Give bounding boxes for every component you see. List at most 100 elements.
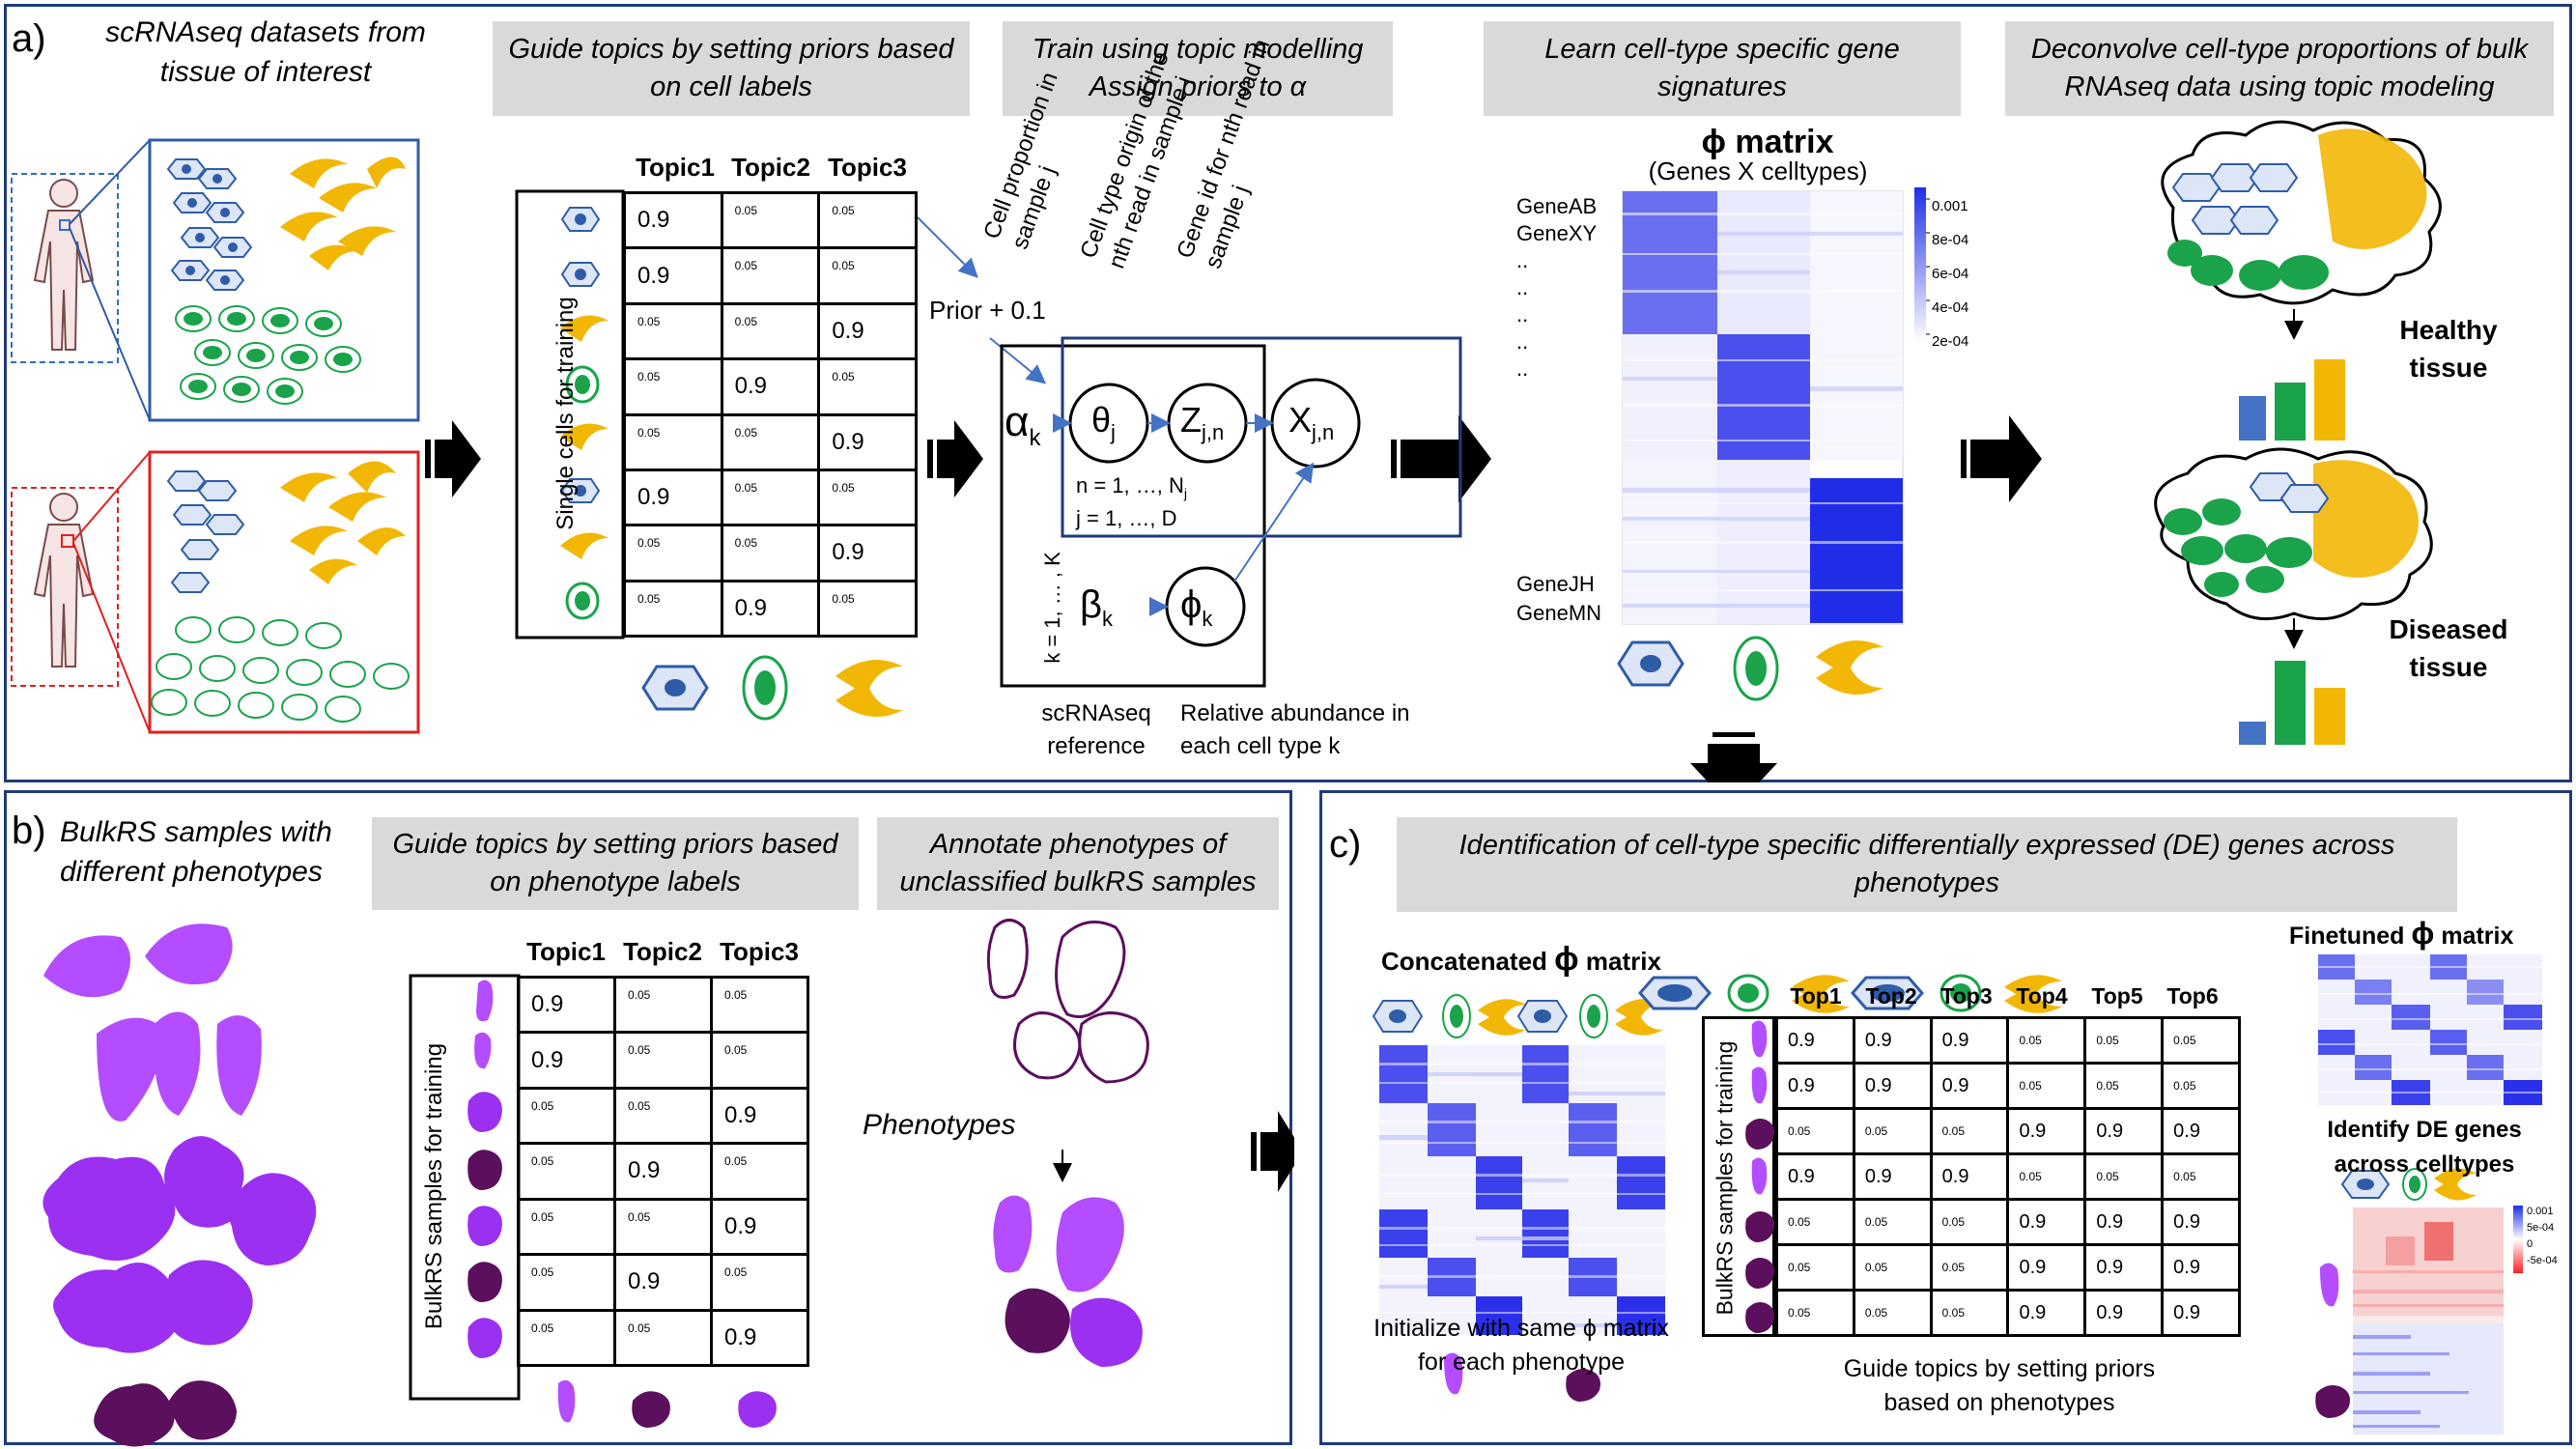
table-cell: 0.9 xyxy=(517,975,616,1035)
gene-label: .. xyxy=(1516,302,1529,327)
header-deconvolve: Deconvolve cell-type proportions of bulk… xyxy=(2005,21,2554,116)
c-table-side-box xyxy=(1702,1016,1775,1337)
gene-label: .. xyxy=(1516,356,1529,381)
arrow-a3-icon xyxy=(1391,415,1491,502)
table-cell: 0.9 xyxy=(2161,1289,2241,1337)
table-cell: 0.9 xyxy=(1929,1152,2010,1201)
phi-heatmap xyxy=(1622,190,1904,625)
b-col-topic1: Topic1 xyxy=(526,937,606,966)
a-table-side-label: Single cells for training xyxy=(552,297,579,530)
table-cell: 0.05 xyxy=(2006,1016,2087,1065)
table-cell: 0.05 xyxy=(2161,1152,2241,1201)
table-cell: 0.05 xyxy=(2161,1062,2241,1110)
table-cell: 0.9 xyxy=(2006,1107,2087,1155)
table-cell: 0.05 xyxy=(817,468,918,527)
gene-label: .. xyxy=(1516,248,1529,272)
arrow-a1-icon xyxy=(425,420,481,497)
table-cell: 0.05 xyxy=(1852,1289,1933,1337)
healthy-label: Healthy tissue xyxy=(2399,315,2498,384)
table-cell: 0.05 xyxy=(613,1308,713,1368)
table-cell: 0.05 xyxy=(2006,1152,2087,1201)
panel-a xyxy=(4,4,2572,782)
plate-j: j = 1, …, D xyxy=(1076,506,1177,530)
table-cell: 0.05 xyxy=(623,357,723,416)
c-table-row-icons xyxy=(1745,1020,1775,1333)
human-figure-top-icon xyxy=(11,173,119,363)
table-cell: 0.05 xyxy=(517,1253,616,1312)
panel-a-graphics xyxy=(11,120,2442,782)
table-cell: 0.05 xyxy=(517,1086,616,1146)
panel-b xyxy=(4,790,1292,1445)
human-figure-bottom-icon xyxy=(11,487,119,687)
gene-label: GeneAB xyxy=(1516,194,1598,218)
arrow-a4-icon xyxy=(1961,415,2042,502)
table-cell: 0.05 xyxy=(517,1142,616,1201)
panel-c-label: c) xyxy=(1329,823,1362,866)
table-cell: 0.9 xyxy=(720,579,821,639)
table-cell: 0.9 xyxy=(1929,1016,2010,1065)
gene-labels-bottom: GeneJH GeneMN xyxy=(1516,570,1601,628)
table-cell: 0.9 xyxy=(710,1197,809,1257)
arrow-b-c-icon xyxy=(1251,1111,1294,1192)
panel-a-label: a) xyxy=(12,17,46,60)
table-cell: 0.9 xyxy=(817,524,918,582)
table-cell: 0.9 xyxy=(1852,1062,1933,1110)
panel-b-label: b) xyxy=(12,810,46,852)
panel-b-title: BulkRS samples with different phenotypes xyxy=(60,816,332,888)
table-cell: 0.9 xyxy=(1852,1152,1933,1201)
table-cell: 0.9 xyxy=(1775,1152,1855,1201)
table-cell: 0.05 xyxy=(1929,1107,2010,1155)
de-colorbar-ticks: 0.001 5e-04 0 -5e-04 xyxy=(2527,1204,2558,1269)
gene-label: .. xyxy=(1516,329,1529,354)
colorbar-tick: 8e-04 xyxy=(1932,232,1969,248)
table-cell: 0.05 xyxy=(2083,1016,2165,1065)
table-cell: 0.9 xyxy=(1775,1016,1855,1065)
table-cell: 0.05 xyxy=(720,301,821,361)
table-cell: 0.05 xyxy=(720,524,821,582)
c-col-top6: Top6 xyxy=(2166,983,2219,1009)
panel-b-graphics xyxy=(42,919,1294,1447)
table-cell: 0.05 xyxy=(720,190,821,250)
table-cell: 0.9 xyxy=(817,301,918,361)
table-cell: 0.05 xyxy=(1775,1289,1855,1337)
node-z: Zj,n xyxy=(1180,400,1225,445)
table-cell: 0.05 xyxy=(720,468,821,527)
table-cell: 0.9 xyxy=(720,357,821,416)
healthy-tissue-icon xyxy=(2161,120,2442,305)
colorbar-tick: 0.001 xyxy=(2527,1206,2554,1217)
gene-label: .. xyxy=(1516,275,1529,299)
table-cell: 0.05 xyxy=(817,357,918,416)
table-cell: 0.05 xyxy=(710,1031,809,1090)
table-cell: 0.05 xyxy=(710,1253,809,1312)
table-cell: 0.05 xyxy=(1929,1243,2010,1292)
prior-label: Prior + 0.1 xyxy=(929,296,1046,325)
gene-label: GeneJH xyxy=(1516,572,1595,596)
table-cell: 0.05 xyxy=(613,1197,713,1257)
finetuned-title: Finetuned ϕ matrix xyxy=(2289,916,2514,951)
table-cell: 0.9 xyxy=(613,1253,713,1312)
guide-caption: Guide topics by setting priors based on … xyxy=(1843,1355,2156,1416)
table-cell: 0.9 xyxy=(2161,1243,2241,1292)
table-cell: 0.05 xyxy=(613,1086,713,1146)
table-cell: 0.9 xyxy=(2006,1198,2087,1246)
a-col-topic2: Topic2 xyxy=(731,153,810,182)
table-cell: 0.05 xyxy=(517,1197,616,1257)
table-cell: 0.05 xyxy=(1852,1107,1933,1155)
phi-subtitle: (Genes X celltypes) xyxy=(1648,156,1868,185)
c-col-top5: Top5 xyxy=(2091,983,2143,1009)
colorbar-tick: 6e-04 xyxy=(1932,266,1969,282)
table-cell: 0.05 xyxy=(1929,1289,2010,1337)
c-col-headers: Top1 Top2 Top3 Top4 Top5 Top6 xyxy=(1777,983,2241,1012)
